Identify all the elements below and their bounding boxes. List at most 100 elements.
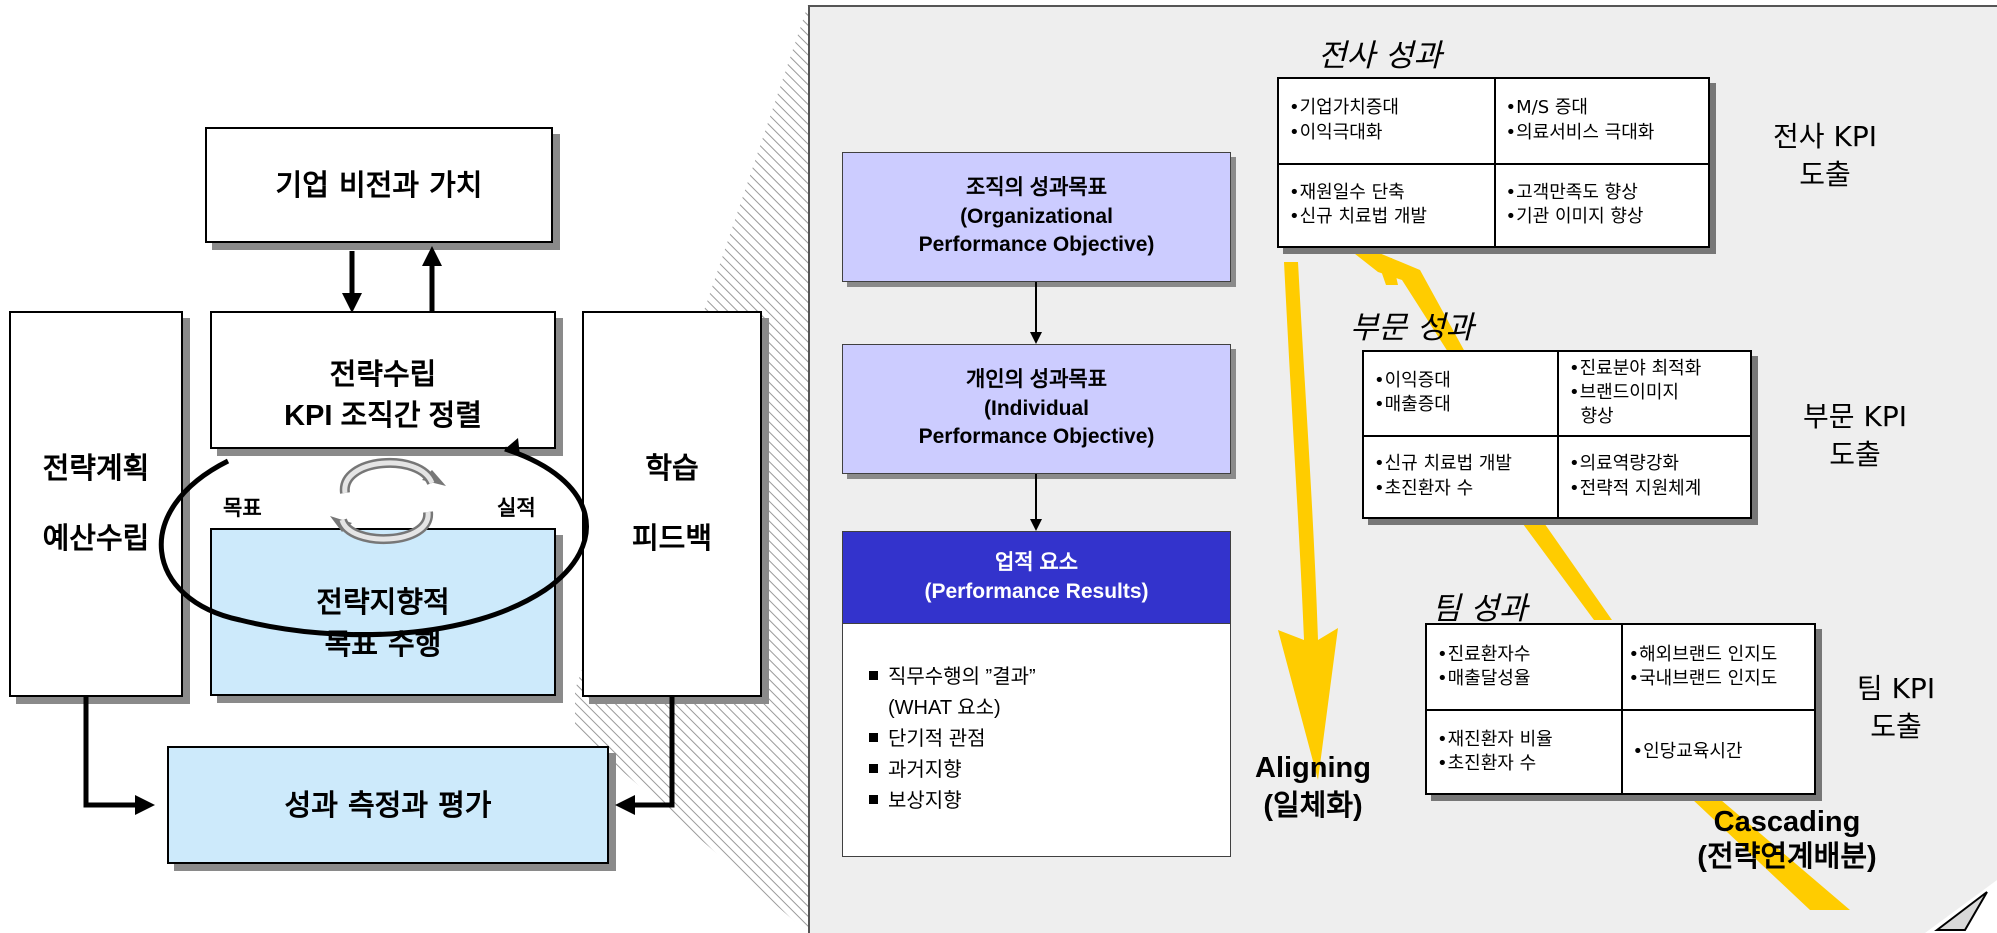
vision-box: 기업 비전과 가치 (205, 127, 553, 243)
result-label: 실적 (497, 496, 536, 520)
cell-line: •진료분야 최적화 (1569, 357, 1702, 379)
cell-line: •이익증대 (1374, 369, 1451, 391)
division-cell: •의료역량강화•전략적 지원체계 (1557, 434, 1750, 517)
goal-label: 목표 (223, 496, 262, 520)
learn-label-1: 학습 (645, 451, 699, 486)
company-cell: •M/S 증대•의료서비스 극대화 (1493, 79, 1709, 163)
aligning-en: Aligning (1255, 752, 1371, 784)
bullet-item-continued: (WHAT 요소) (888, 697, 1001, 719)
team-title: 팀 성과 (1432, 591, 1528, 627)
aligning-ko: (일체화) (1263, 789, 1363, 822)
plan-label-1: 전략계획 (42, 451, 150, 486)
cell-line: •이익극대화 (1289, 121, 1383, 143)
cascading-en: Cascading (1713, 806, 1861, 838)
cell-line: •매출증대 (1374, 394, 1451, 416)
cell-line: •재진환자 비율 (1437, 728, 1553, 750)
cell-line: •신규 치료법 개발 (1374, 453, 1512, 475)
aligning-arrow (1278, 262, 1338, 780)
vision-label: 기업 비전과 가치 (275, 167, 483, 202)
strategy-box: 전략수립 KPI 조직간 정렬 (210, 311, 556, 449)
company-cell: •기업가치증대•이익극대화 (1279, 79, 1494, 163)
learn-to-measure-arrow (615, 697, 675, 815)
cell-line: •기업가치증대 (1289, 97, 1399, 119)
results-header: 업적 요소 (Performance Results) (842, 531, 1231, 624)
results-title-ko: 업적 요소 (994, 551, 1079, 575)
indiv-objective-en1: (Individual (984, 396, 1089, 420)
left-arrows (83, 246, 675, 815)
cascading-ko: (전략연계배분) (1697, 840, 1877, 873)
measure-label: 성과 측정과 평가 (284, 787, 492, 822)
bullet-item: 단기적 관점 (865, 724, 1036, 755)
division-kpi-line1: 부문 KPI (1803, 400, 1907, 433)
team-kpi-line1: 팀 KPI (1856, 672, 1936, 705)
cell-line: •초진환자 수 (1374, 477, 1474, 499)
team-kpi: 팀 KPI 도출 (1816, 670, 1976, 746)
learn-box: 학습 피드백 (582, 311, 762, 697)
indiv-objective-ko: 개인의 성과목표 (965, 368, 1108, 392)
company-kpi-line1: 전사 KPI (1773, 120, 1877, 153)
division-cell: •이익증대 •매출증대 (1364, 352, 1557, 435)
page-curl (1925, 880, 1997, 933)
cell-line: •해외브랜드 인지도 (1628, 643, 1778, 665)
company-cell: •고객만족도 향상 •기관 이미지 향상 (1493, 162, 1708, 246)
company-kpi-line2: 도출 (1799, 157, 1851, 191)
team-cell: •해외브랜드 인지도 •국내브랜드 인지도 (1620, 625, 1815, 709)
org-objective-en2: Performance Objective) (918, 233, 1155, 257)
plan-to-measure-arrow (83, 697, 155, 815)
team-kpi-line2: 도출 (1870, 709, 1922, 743)
cell-line: •진료환자수 (1437, 643, 1531, 665)
cell-line: •의료역량강화 (1569, 453, 1679, 475)
org-objective-box: 조직의 성과목표 (Organizational Performance Obj… (842, 152, 1231, 282)
team-cell: •진료환자수 •매출달성율 (1427, 625, 1621, 709)
cell-line: •고객만족도 향상 (1505, 181, 1638, 203)
org-objective-en1: (Organizational (960, 204, 1113, 228)
learn-label-2: 피드백 (631, 521, 713, 555)
results-bullets: 직무수행의 ”결과” (WHAT 요소) 단기적 관점 과거지향 보상지향 (865, 662, 1036, 817)
division-grid: •이익증대 •매출증대 •진료분야 최적화 •브랜드이미지 향상 •신규 치료법 개… (1362, 350, 1752, 519)
cell-line: •의료서비스 극대화 (1505, 121, 1655, 143)
cascading-arrow-1 (1350, 250, 1465, 352)
cycle-ellipse (158, 446, 589, 638)
strategy-label-1: 전략수립 (329, 357, 437, 391)
cell-line: •신규 치료법 개발 (1289, 206, 1427, 228)
division-title: 부문 성과 (1350, 310, 1474, 346)
company-grid: •기업가치증대•이익극대화 •M/S 증대•의료서비스 극대화 •재원일수 단축… (1277, 77, 1710, 248)
results-title-en: (Performance Results) (924, 579, 1149, 603)
strategy-label-2: KPI 조직간 정렬 (284, 400, 482, 433)
division-kpi: 부문 KPI 도출 (1775, 398, 1935, 474)
cascading-arrow-3 (1520, 520, 1612, 620)
cascading-arrow-2 (1378, 258, 1398, 285)
cell-line: •매출달성율 (1437, 668, 1531, 689)
team-grid: •진료환자수 •매출달성율 •해외브랜드 인지도 •국내브랜드 인지도 •재진환자 … (1425, 623, 1816, 795)
bullet-item: 보상지향 (865, 786, 1036, 817)
org-objective-ko: 조직의 성과목표 (965, 176, 1108, 200)
division-cell: •진료분야 최적화 •브랜드이미지 향상 (1557, 352, 1750, 435)
company-cell: •재원일수 단축 •신규 치료법 개발 (1279, 162, 1494, 247)
cell-line: •기관 이미지 향상 (1505, 206, 1644, 228)
cell-line: •전략적 지원체계 (1569, 477, 1702, 499)
cell-line: •인당교육시간 (1632, 740, 1743, 762)
cascading-label: Cascading (전략연계배분) (1672, 805, 1902, 875)
company-kpi: 전사 KPI 도출 (1745, 118, 1905, 194)
cell-line: •M/S 증대 (1505, 97, 1588, 119)
cell-line: •국내브랜드 인지도 (1628, 668, 1778, 689)
division-kpi-line2: 도출 (1829, 437, 1881, 471)
cell-line: •브랜드이미지 (1569, 382, 1679, 404)
cell-line: 향상 (1569, 406, 1614, 428)
plan-box: 전략계획 예산수립 (9, 311, 183, 697)
indiv-objective-en2: Performance Objective) (918, 425, 1155, 449)
plan-label-2: 예산수립 (42, 521, 150, 555)
cell-line: •초진환자 수 (1437, 753, 1537, 774)
cell-line: •재원일수 단축 (1289, 181, 1405, 203)
execute-label-1: 전략지향적 (316, 584, 450, 619)
company-title: 전사 성과 (1318, 38, 1442, 74)
indiv-objective-box: 개인의 성과목표 (Individual Performance Objecti… (842, 344, 1231, 474)
measure-box: 성과 측정과 평가 (167, 746, 609, 864)
aligning-label: Aligning (일체화) (1255, 750, 1371, 825)
team-cell: •재진환자 비율 •초진환자 수 (1427, 709, 1621, 793)
bullet-item: 과거지향 (865, 755, 1036, 786)
team-cell: •인당교육시간 (1620, 709, 1814, 793)
division-cell: •신규 치료법 개발•초진환자 수 (1364, 434, 1557, 518)
